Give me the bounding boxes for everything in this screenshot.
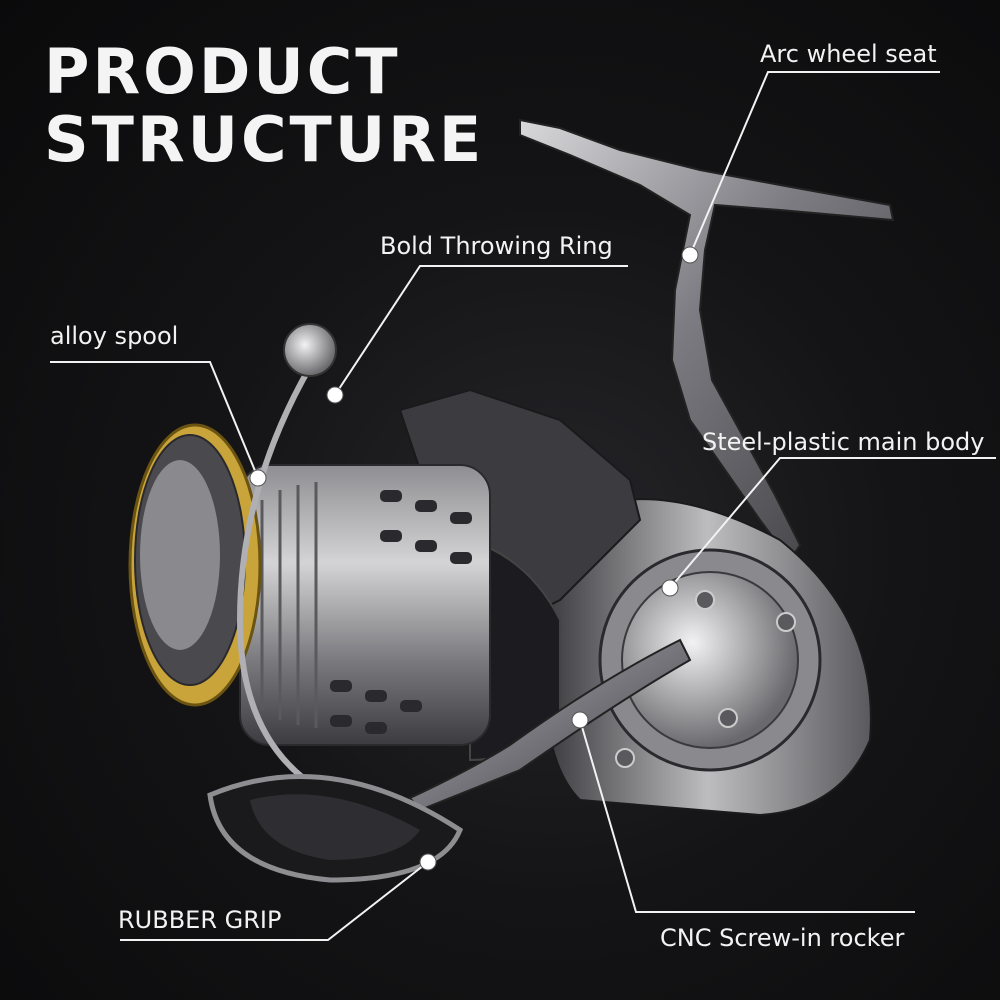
cnc-screw-in-rocker-label: CNC Screw-in rocker [660, 924, 905, 952]
throwing-ring-leader [334, 265, 628, 396]
cnc-rocker-dot [571, 711, 589, 729]
rubber-grip-label: RUBBER GRIP [118, 906, 282, 934]
bail-wire-part [236, 323, 337, 793]
arc-wheel-seat-part [519, 118, 895, 562]
arc-wheel-seat-leader [689, 71, 940, 256]
throwing-ring-dot [326, 386, 344, 404]
main-body-leader [669, 457, 996, 589]
alloy-spool-dot [249, 469, 267, 487]
page-title: PRODUCT STRUCTURE [44, 38, 484, 174]
rubber-grip-leader [120, 861, 429, 941]
main-body-dot [661, 579, 679, 597]
alloy-spool-label: alloy spool [50, 322, 179, 350]
arc-wheel-seat-label: Arc wheel seat [760, 40, 937, 68]
steel-plastic-main-body-label: Steel-plastic main body [702, 428, 985, 456]
title-line-1: PRODUCT [44, 35, 401, 108]
rotor-part [398, 388, 642, 762]
main-body-part [543, 498, 872, 817]
alloy-spool-leader [50, 361, 259, 479]
spool-part [128, 423, 491, 746]
arc-wheel-seat-dot [681, 246, 699, 264]
bold-throwing-ring-label: Bold Throwing Ring [380, 232, 613, 260]
rubber-grip-dot [419, 853, 437, 871]
cnc-rocker-leader [579, 719, 915, 913]
title-line-2: STRUCTURE [44, 103, 485, 176]
callout-lines [50, 71, 996, 941]
callout-dots [249, 246, 699, 871]
